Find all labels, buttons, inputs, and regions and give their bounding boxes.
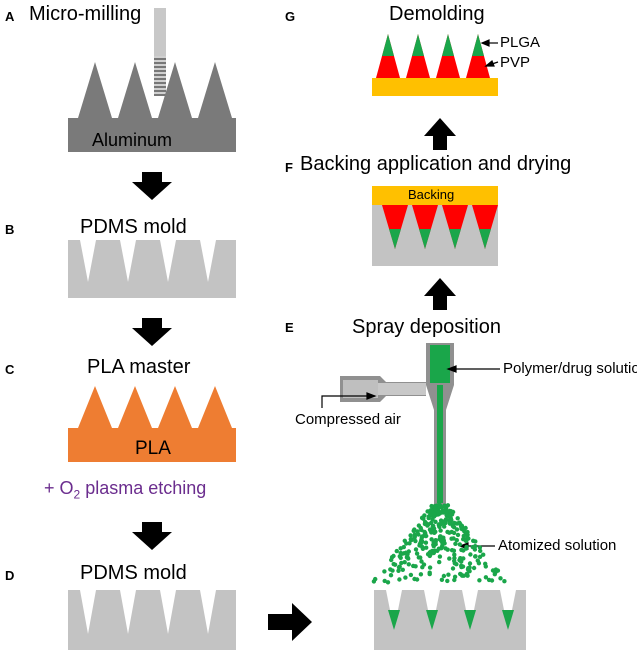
atomized-droplets xyxy=(371,502,507,585)
title-backing: Backing application and drying xyxy=(300,153,572,175)
pvp-label: PVP xyxy=(500,54,531,71)
title-pdms-mold-b: PDMS mold xyxy=(80,216,187,238)
panel-label-c: C xyxy=(5,362,15,377)
demolded-patch-g xyxy=(372,34,498,96)
plga-label: PLGA xyxy=(500,34,541,51)
panel-label-a: A xyxy=(5,9,15,24)
panel-label-g: G xyxy=(285,9,296,24)
title-demolding: Demolding xyxy=(389,3,485,25)
coated-mold-e xyxy=(374,590,526,650)
title-pla-master: PLA master xyxy=(87,356,191,378)
atomized-solution-label: Atomized solution xyxy=(498,537,617,554)
aluminum-label: Aluminum xyxy=(92,130,173,150)
panel-label-f: F xyxy=(285,160,293,175)
plasma-etching-text: + O2 plasma etching xyxy=(44,478,207,502)
arrow-down-3 xyxy=(132,522,172,550)
aluminum-block xyxy=(68,62,236,152)
pla-label: PLA xyxy=(135,438,171,459)
panel-label-d: D xyxy=(5,568,15,583)
pla-master xyxy=(68,386,236,462)
panel-label-b: B xyxy=(5,222,15,237)
milling-tool xyxy=(154,8,166,96)
arrow-right xyxy=(268,603,312,641)
polymer-drug-solution-label: Polymer/drug solution xyxy=(503,360,637,377)
spray-nozzle xyxy=(340,343,454,505)
pdms-mold-b xyxy=(68,240,236,298)
backed-mold-f xyxy=(372,186,498,266)
title-micro-milling: Micro-milling xyxy=(29,3,142,25)
arrow-up-1 xyxy=(424,278,456,310)
callouts-g xyxy=(480,39,499,67)
compressed-air-label: Compressed air xyxy=(295,411,401,428)
title-pdms-mold-d: PDMS mold xyxy=(80,562,187,584)
backing-label: Backing xyxy=(408,187,455,202)
panel-label-e: E xyxy=(285,320,294,335)
pdms-mold-d xyxy=(68,590,236,650)
arrow-down-1 xyxy=(132,172,172,200)
arrow-down-2 xyxy=(132,318,172,346)
arrow-up-2 xyxy=(424,118,456,150)
title-spray-deposition: Spray deposition xyxy=(352,316,501,338)
